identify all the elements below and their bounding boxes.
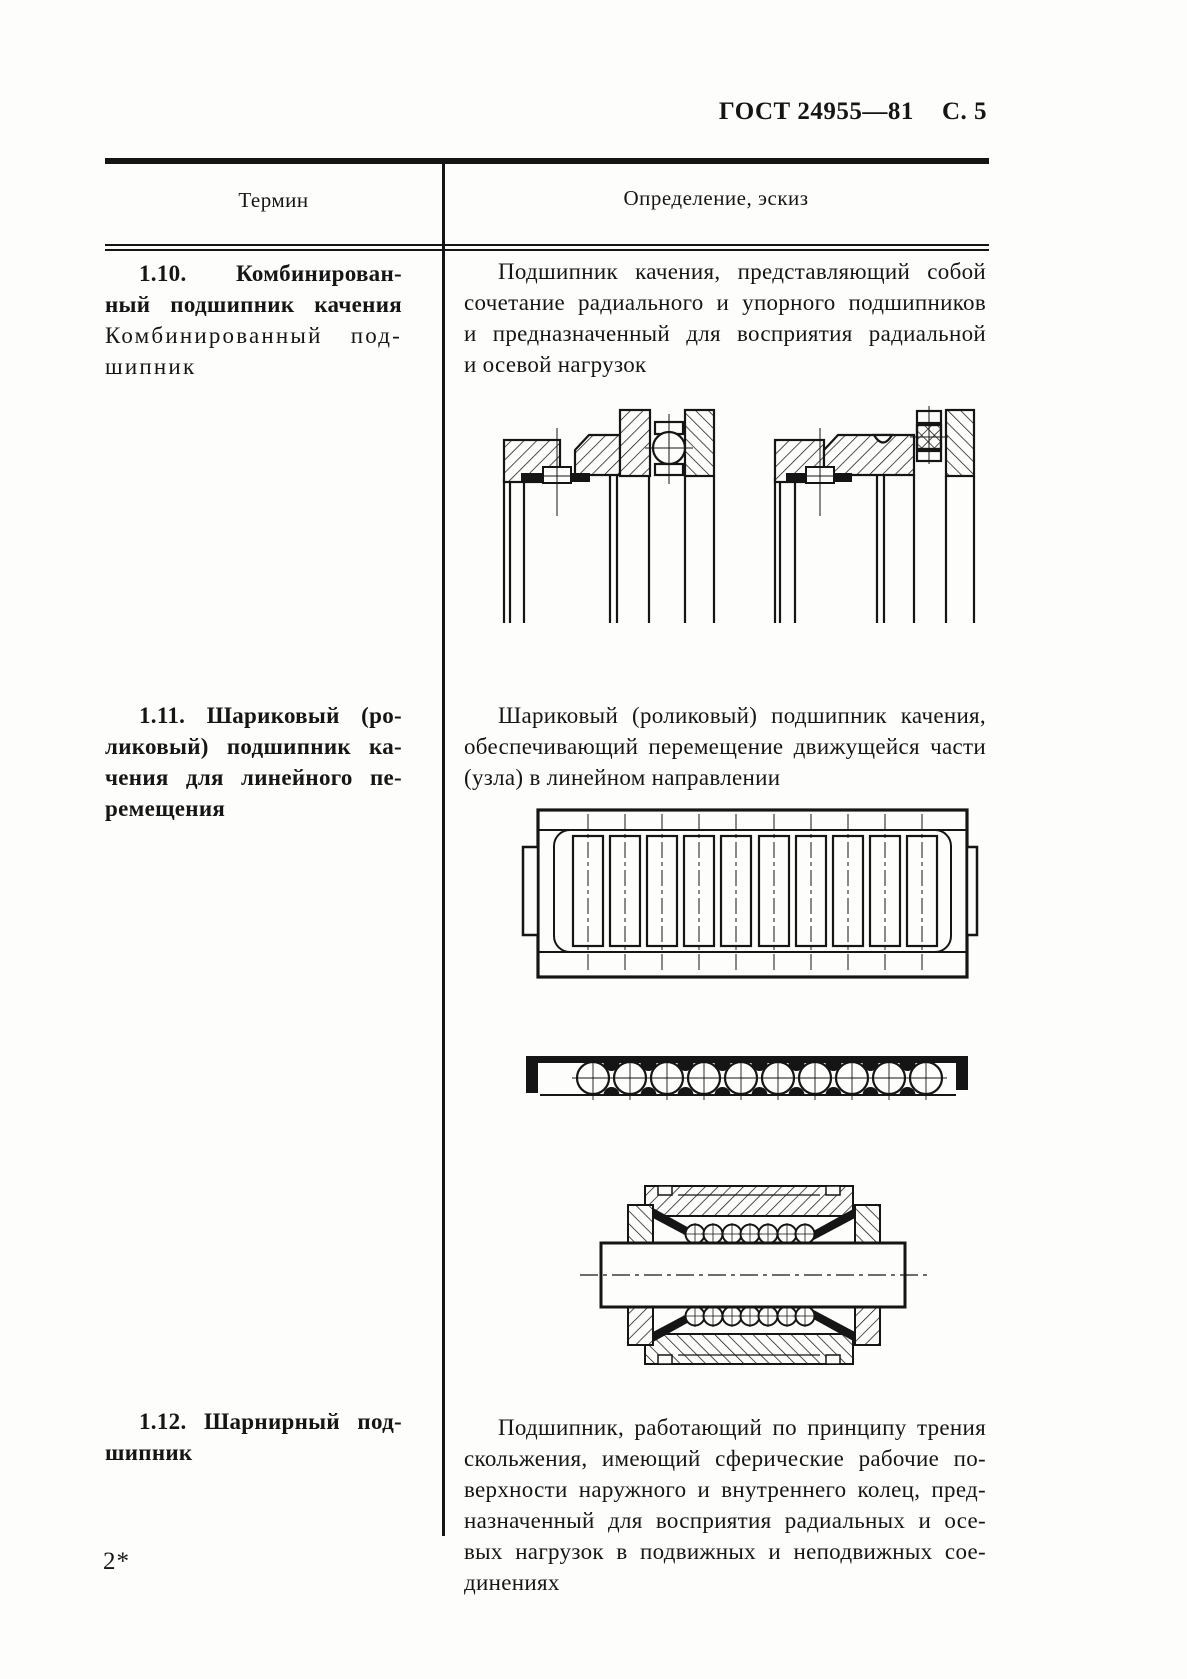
- term-line: ремещения: [105, 796, 226, 821]
- definition-line: Шариковый (роликовый) подшипник качения,: [498, 703, 986, 728]
- combined-bearing-roller-section-sketch: [773, 406, 976, 623]
- term-line: 1.11. Шариковый (ро-: [139, 703, 402, 728]
- page-number: С. 5: [941, 98, 987, 125]
- definition-1-11: Шариковый (роликовый) подшипник качения,…: [464, 700, 986, 793]
- definition-line: обеспечивающий перемещение движущейся ча…: [464, 734, 986, 759]
- definition-line: Подшипник, работающий по принципу трения: [498, 1415, 986, 1440]
- term-line: шипник: [105, 1440, 193, 1465]
- linear-ball-bushing-shaft-section-sketch: [580, 1185, 932, 1365]
- term-line: ликовый) подшипник ка-: [105, 734, 402, 759]
- table-column-divider: [442, 164, 445, 1536]
- page-header: ГОСТ 24955—81 С. 5: [719, 98, 987, 126]
- definition-line: Подшипник качения, представляющий собой: [498, 259, 986, 284]
- definition-1-10: Подшипник качения, представляющий собой …: [464, 256, 986, 380]
- term-1-11: 1.11. Шариковый (ро- ликовый) подшипник …: [105, 700, 402, 824]
- term-line: чения для линейного пе-: [105, 765, 402, 790]
- term-line: ный подшипник качения: [105, 292, 402, 317]
- definition-line: и предназначенный для восприятия радиаль…: [464, 321, 986, 346]
- column-header-definition: Определение, эскиз: [623, 186, 809, 210]
- definition-line: скольжения, имеющий сферические рабочие …: [464, 1446, 986, 1471]
- table-header-rule: [105, 244, 989, 251]
- definition-line: сочетание радиального и упорного подшипн…: [464, 290, 986, 315]
- definition-line: и осевой нагрузок: [464, 352, 647, 377]
- signature-mark: 2*: [103, 1548, 130, 1575]
- column-header-term: Термин: [238, 188, 309, 212]
- term-1-12: 1.12. Шарнирный под- шипник: [105, 1406, 402, 1468]
- definition-line: назначенный для восприятия радиальных и …: [464, 1508, 986, 1533]
- definition-line: вых нагрузок в подвижных и неподвижных с…: [464, 1539, 986, 1564]
- linear-ball-strip-side-view-sketch: [526, 1056, 968, 1100]
- definition-1-12: Подшипник, работающий по принципу трения…: [464, 1412, 986, 1598]
- standard-number: ГОСТ 24955—81: [718, 98, 914, 125]
- term-1-10: 1.10. Комбинирован- ный подшипник качени…: [105, 258, 402, 382]
- term-line: шипник: [105, 354, 197, 379]
- term-line: Комбинированный под-: [105, 323, 402, 348]
- table-top-rule: [105, 158, 989, 164]
- term-line: 1.10. Комбинирован-: [139, 261, 402, 286]
- definition-line: динениях: [464, 1570, 560, 1595]
- combined-bearing-ball-section-sketch: [502, 408, 716, 623]
- definition-line: (узла) в линейном направлении: [464, 765, 781, 790]
- term-line: 1.12. Шарнирный под-: [139, 1409, 402, 1434]
- linear-roller-bearing-top-view-sketch: [521, 808, 979, 979]
- definition-line: верхности наружного и внутреннего колец,…: [464, 1477, 986, 1502]
